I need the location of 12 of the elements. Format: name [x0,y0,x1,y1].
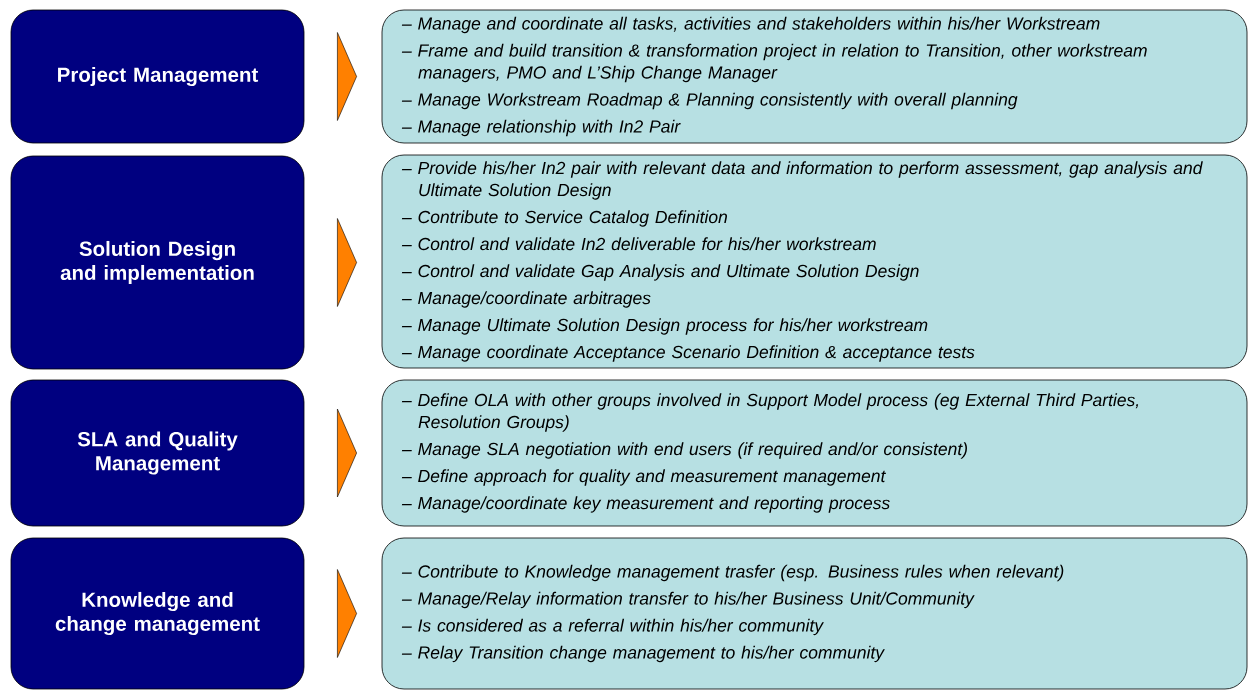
duty-box: – Contribute to Knowledge management trasfer (esp. Business rules when relevant) – Manage/Relay information transfer to his/her Business Unit/Community – Is considered as a referral within his/her community – Relay Transition change management to his/her community [381,537,1248,690]
role-box: SLA and Quality Management [10,379,305,527]
role-box: Solution Design and implementation [10,155,305,370]
duty-box: – Define OLA with other groups involved in Support Model process (eg External Third Parties, Resolution Groups) – Manage SLA negotiation with end users (if required and/or consistent) – Define approach for quality and measurement management – Manage/coordinate key measurement and reporting process [381,379,1248,527]
role-box: Project Management [10,9,305,144]
duty-box: – Manage and coordinate all tasks, activities and stakeholders within his/her Workstream – Frame and build transition & transformation project in relation to Transition, other workstream managers, PMO and L’Ship Change Manager – Manage Workstream Roadmap & Planning consistently with overall planning – Manage relationship with In2 Pair [381,9,1248,144]
chevron-arrow [337,569,357,658]
chevron-arrow [337,32,357,121]
chevron-arrow [337,218,357,307]
chevron-arrow [337,408,357,498]
duty-box: – Provide his/her In2 pair with relevant data and information to perform assessment, gap analysis and Ultimate Solution Design – Contribute to Service Catalog Definition – Control and validate In2 deliverable for his/her workstream – Control and validate Gap Analysis and Ultimate Solution Design – Manage/coordinate arbitrages – Manage Ultimate Solution Design process for his/her workstream – Manage coordinate Acceptance Scenario Definition & acceptance tests [381,154,1248,369]
role-box: Knowledge and change management [10,537,305,690]
